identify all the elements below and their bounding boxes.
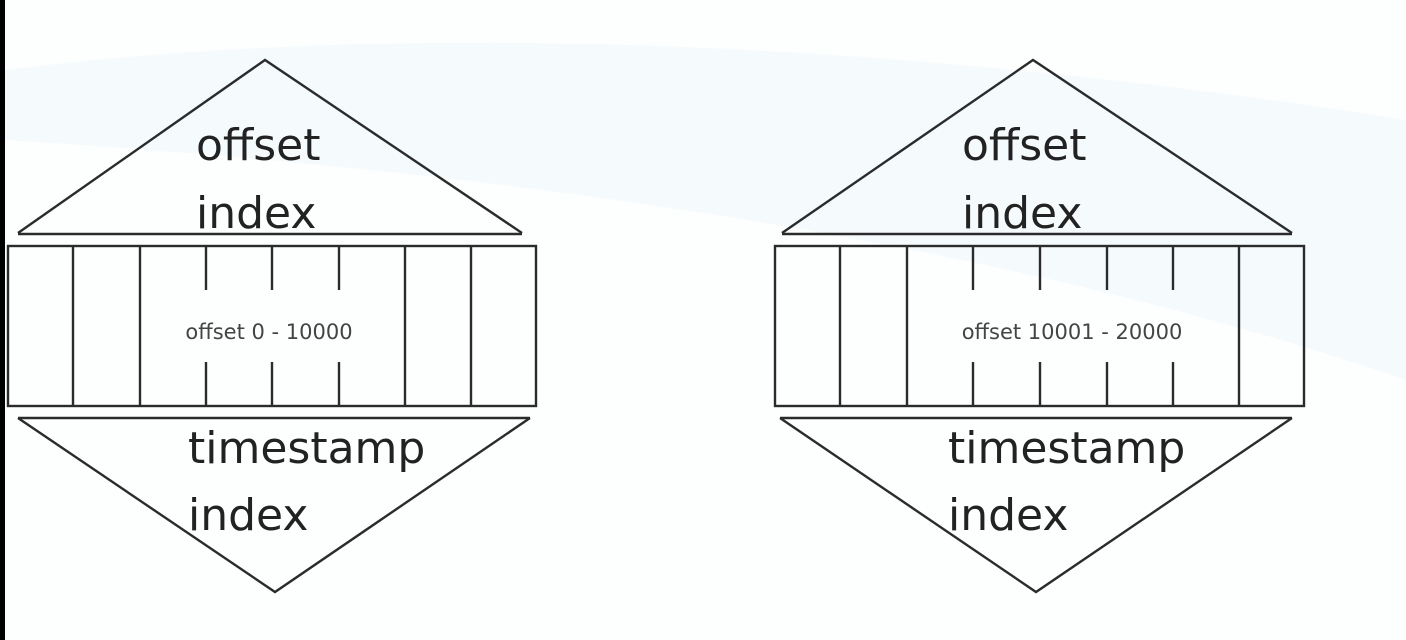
offset-index-label-line1: offset — [962, 120, 1086, 171]
offset-index-triangle — [781, 58, 1293, 234]
diagram-canvas: offset index offset 0 - 10000 timestamp … — [5, 0, 1406, 640]
offset-index-label-line2: index — [962, 188, 1082, 239]
timestamp-index-label-line1: timestamp — [188, 423, 425, 474]
timestamp-index-triangle — [17, 417, 531, 594]
timestamp-index-triangle — [779, 417, 1293, 594]
segment-2: offset index offset 10001 - 20000 timest… — [773, 58, 1306, 594]
offset-index-label-line2: index — [196, 188, 316, 239]
offset-range-label: offset 0 - 10000 — [185, 320, 352, 344]
offset-index-label-line1: offset — [196, 120, 320, 171]
timestamp-index-label-line2: index — [948, 490, 1068, 541]
segment-1: offset index offset 0 - 10000 timestamp … — [6, 58, 538, 594]
offset-index-triangle — [17, 58, 523, 234]
timestamp-index-label-line1: timestamp — [948, 423, 1185, 474]
offset-range-label: offset 10001 - 20000 — [962, 320, 1183, 344]
log-segments-diagram: offset index offset 0 - 10000 timestamp … — [5, 42, 1406, 594]
background-swoosh — [5, 42, 1406, 381]
timestamp-index-label-line2: index — [188, 490, 308, 541]
